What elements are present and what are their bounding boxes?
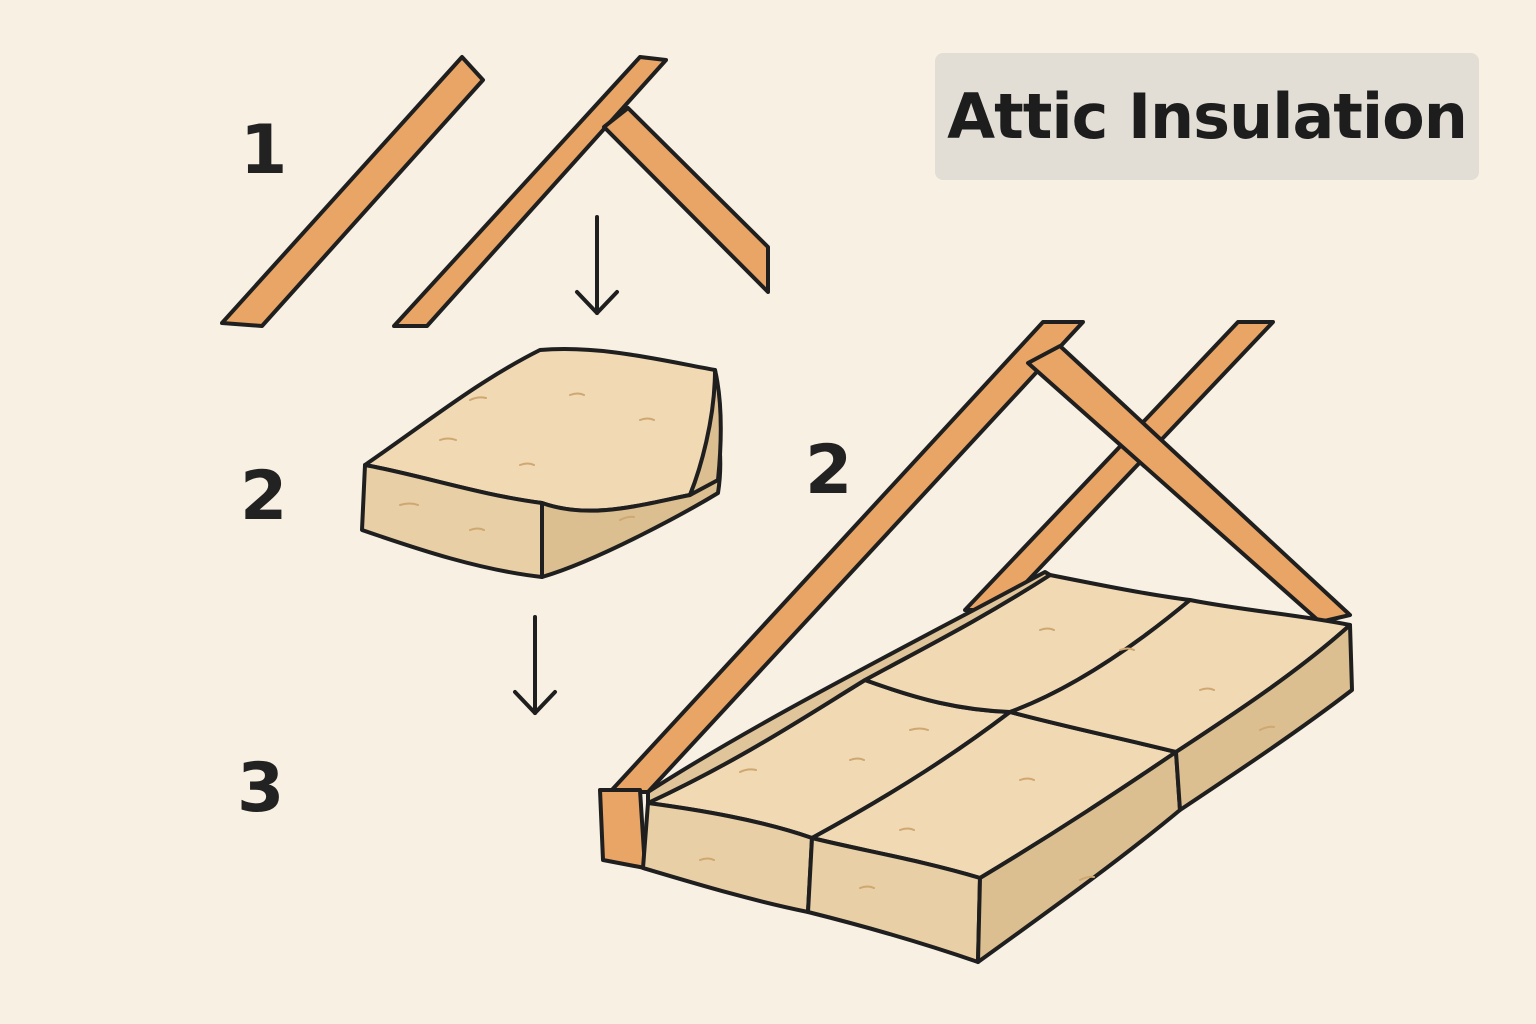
page-title: Attic Insulation [947,80,1468,153]
down-arrow-icon [513,615,557,715]
step-number-2: 2 [240,457,288,536]
step-number-3: 3 [237,749,285,828]
installed-insulation-scene [598,320,1354,964]
step-number-1: 1 [240,111,288,190]
down-arrow-icon [575,215,619,315]
insulation-batt [360,347,723,579]
title-banner: Attic Insulation [935,53,1479,180]
rafter-peak-left [392,55,668,328]
scene-step-label: 2 [805,431,853,510]
rafter-left [220,55,485,328]
rafter-peak-right [602,106,770,294]
